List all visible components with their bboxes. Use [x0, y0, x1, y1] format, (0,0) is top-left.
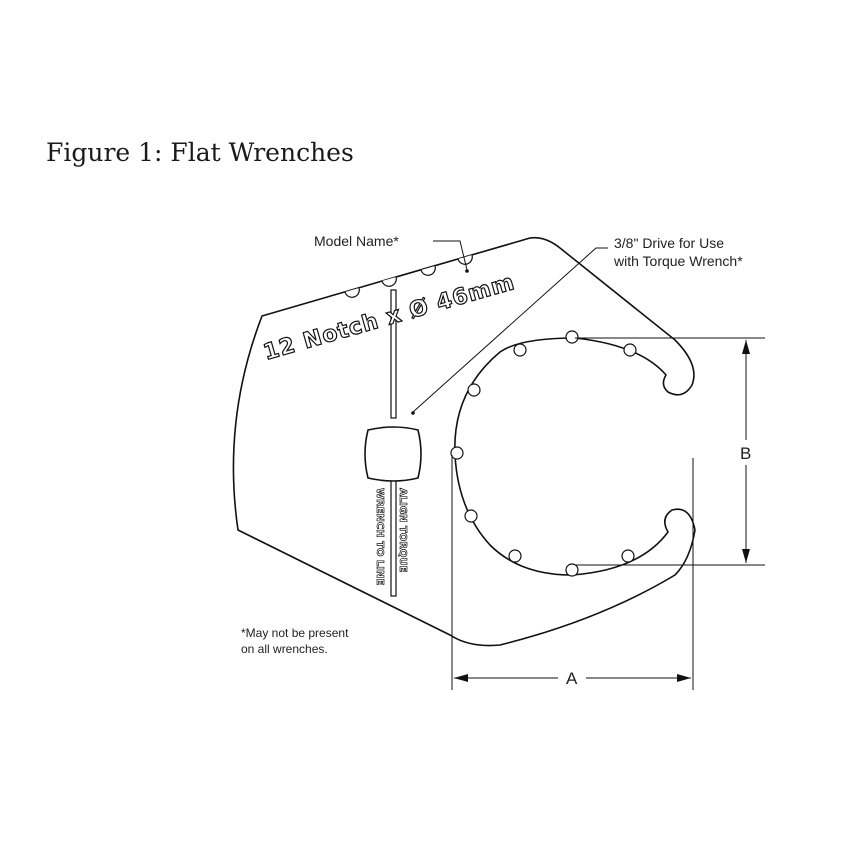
- drive-leader: [412, 247, 608, 413]
- inner-notch: [467, 383, 481, 397]
- inner-notch: [464, 509, 478, 523]
- inner-notch: [621, 549, 635, 563]
- dimension-a: A: [451, 455, 694, 690]
- inner-notch: [565, 330, 579, 344]
- inner-notches: [450, 330, 637, 577]
- edge-notch: [344, 287, 360, 298]
- footnote-line1: *May not be present: [241, 626, 349, 640]
- drive-square: [364, 426, 422, 482]
- inner-notch: [565, 563, 579, 577]
- drive-leader-dot: [411, 411, 415, 415]
- model-name-leader-dot: [465, 269, 469, 273]
- top-edge-notches: [344, 254, 473, 298]
- model-name-leader: [433, 240, 468, 271]
- edge-notch: [457, 254, 473, 265]
- inner-notch: [508, 549, 522, 563]
- dimension-a-label: A: [566, 669, 578, 688]
- engraving-align-torque: ALIGN TORQUE: [397, 488, 408, 573]
- engraving-wrench-to-line: WRENCH TO LINE: [374, 488, 385, 585]
- drive-label-line2: with Torque Wrench*: [613, 253, 743, 269]
- inner-notch: [623, 343, 637, 357]
- footnote-line2: on all wrenches.: [241, 642, 328, 656]
- figure-title: Figure 1: Flat Wrenches: [46, 138, 354, 167]
- dimension-b: B: [575, 337, 765, 566]
- align-line-top: [390, 289, 397, 419]
- edge-notch: [420, 265, 436, 276]
- model-name-label: Model Name*: [314, 233, 399, 249]
- inner-notch: [450, 446, 464, 460]
- edge-notch: [381, 276, 397, 287]
- drive-label-line1: 3/8" Drive for Use: [614, 235, 724, 251]
- inner-notch: [513, 343, 527, 357]
- wrench-body-outline: [232, 236, 696, 647]
- align-line-bottom: [390, 477, 397, 597]
- dimension-b-label: B: [740, 444, 751, 463]
